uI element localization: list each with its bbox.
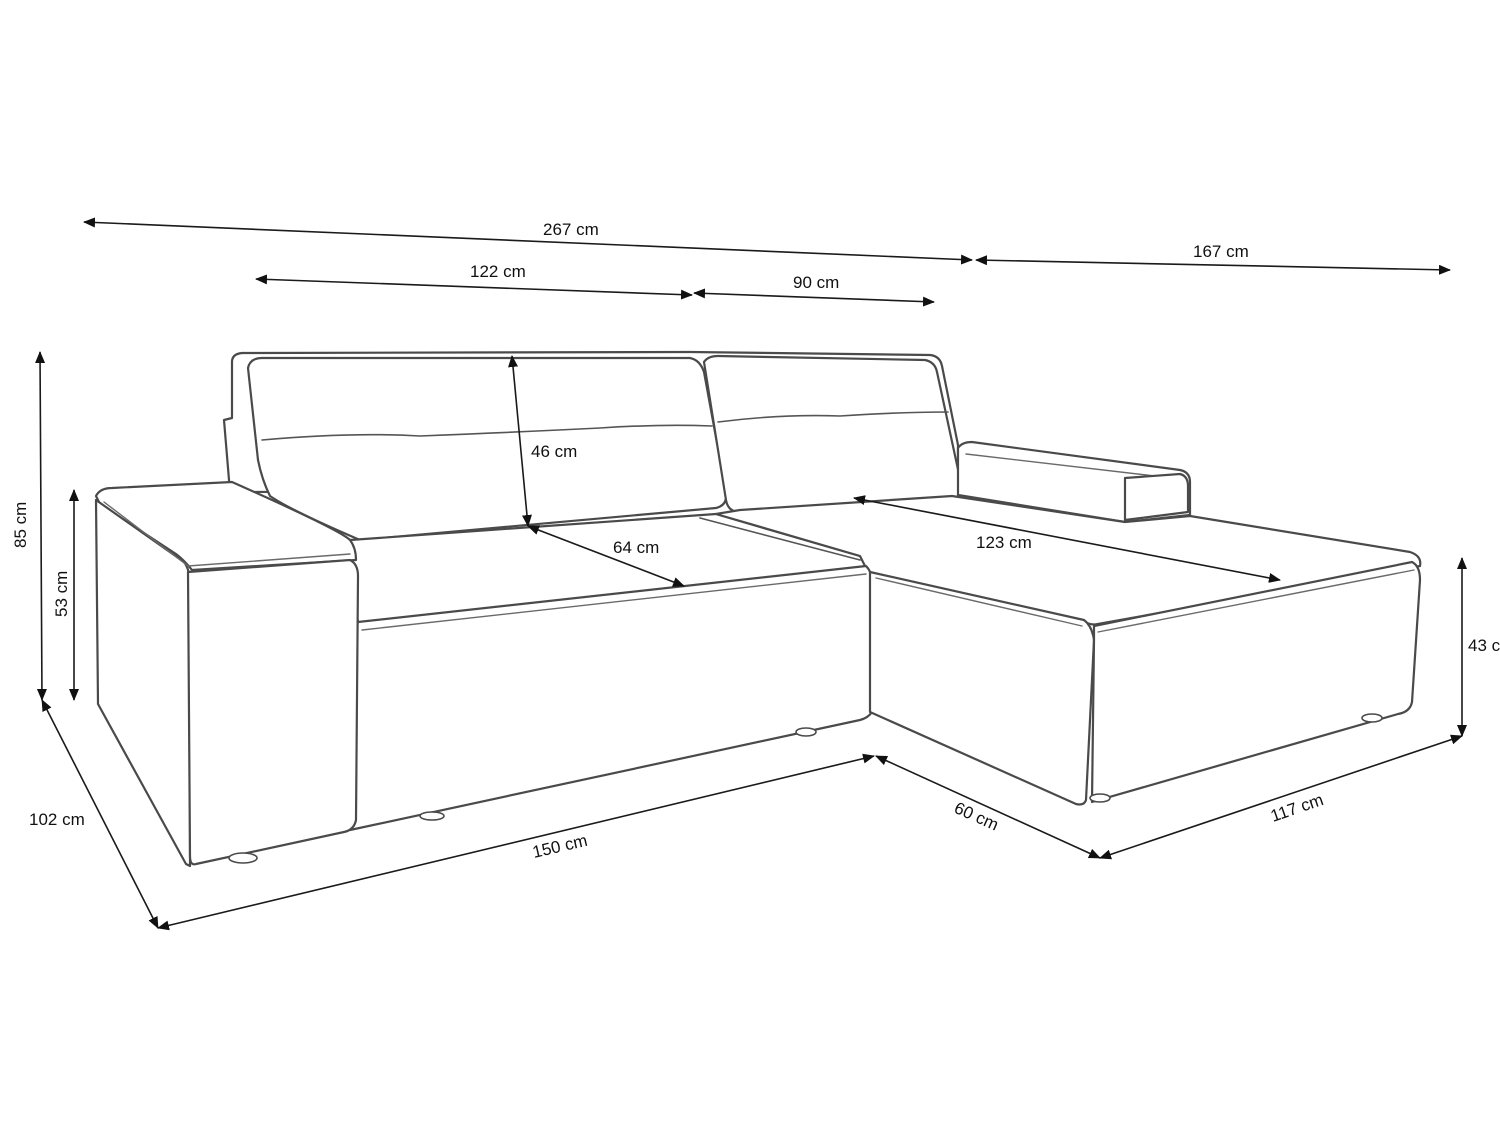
label-front-width: 150 cm <box>531 831 590 862</box>
dimension-lines <box>35 217 1467 931</box>
label-seat-left-width: 122 cm <box>470 262 526 281</box>
label-chaise-length: 167 cm <box>1193 242 1249 261</box>
label-seat-height: 43 cm <box>1468 636 1500 655</box>
dim-line-chaise-width <box>875 755 1101 859</box>
back-cushion-left-seam <box>261 424 713 441</box>
label-chaise-depth: 117 cm <box>1268 790 1326 826</box>
dim-line-seat-depth <box>527 525 685 587</box>
label-chaise-width: 60 cm <box>951 798 1001 834</box>
dim-line-front-width <box>157 753 875 931</box>
chaise-end-piping <box>1097 569 1415 633</box>
dim-line-total-height <box>35 351 47 701</box>
dim-line-total-depth <box>41 699 159 929</box>
label-total-height: 85 cm <box>11 502 30 548</box>
dim-line-seat-left <box>255 274 693 300</box>
label-armrest-height: 53 cm <box>52 571 71 617</box>
foot-1 <box>228 852 258 864</box>
label-seat-right-width: 90 cm <box>793 273 839 292</box>
sofa-drawing <box>94 350 1422 868</box>
label-chaise-seat-depth: 123 cm <box>976 533 1032 552</box>
foot-4 <box>1089 793 1111 803</box>
chaise-side-piping <box>875 577 1083 627</box>
back-cushion-right-seam <box>717 411 949 423</box>
dim-line-chaise-length <box>975 255 1451 275</box>
left-armrest-piping <box>103 501 351 567</box>
chaise-armrest-end <box>1123 472 1190 522</box>
foot-5 <box>1361 713 1383 723</box>
foot-2 <box>419 811 445 821</box>
label-seat-depth: 64 cm <box>613 538 659 557</box>
dim-line-chaise-seat-depth <box>853 495 1281 583</box>
label-backrest-height: 46 cm <box>531 442 577 461</box>
label-total-depth: 102 cm <box>29 810 85 829</box>
foot-3 <box>795 727 817 737</box>
dim-line-backrest-height <box>508 355 532 527</box>
dim-line-total-length <box>83 217 973 265</box>
dim-line-seat-right <box>693 288 935 307</box>
dim-line-chaise-depth <box>1099 734 1463 860</box>
seat-cushion-seam <box>699 517 861 561</box>
label-total-length: 267 cm <box>543 220 599 239</box>
back-cushion-left <box>246 356 728 542</box>
left-armrest-front <box>186 558 360 866</box>
front-panel-main-piping <box>361 573 867 631</box>
back-cushion-right <box>702 354 964 514</box>
